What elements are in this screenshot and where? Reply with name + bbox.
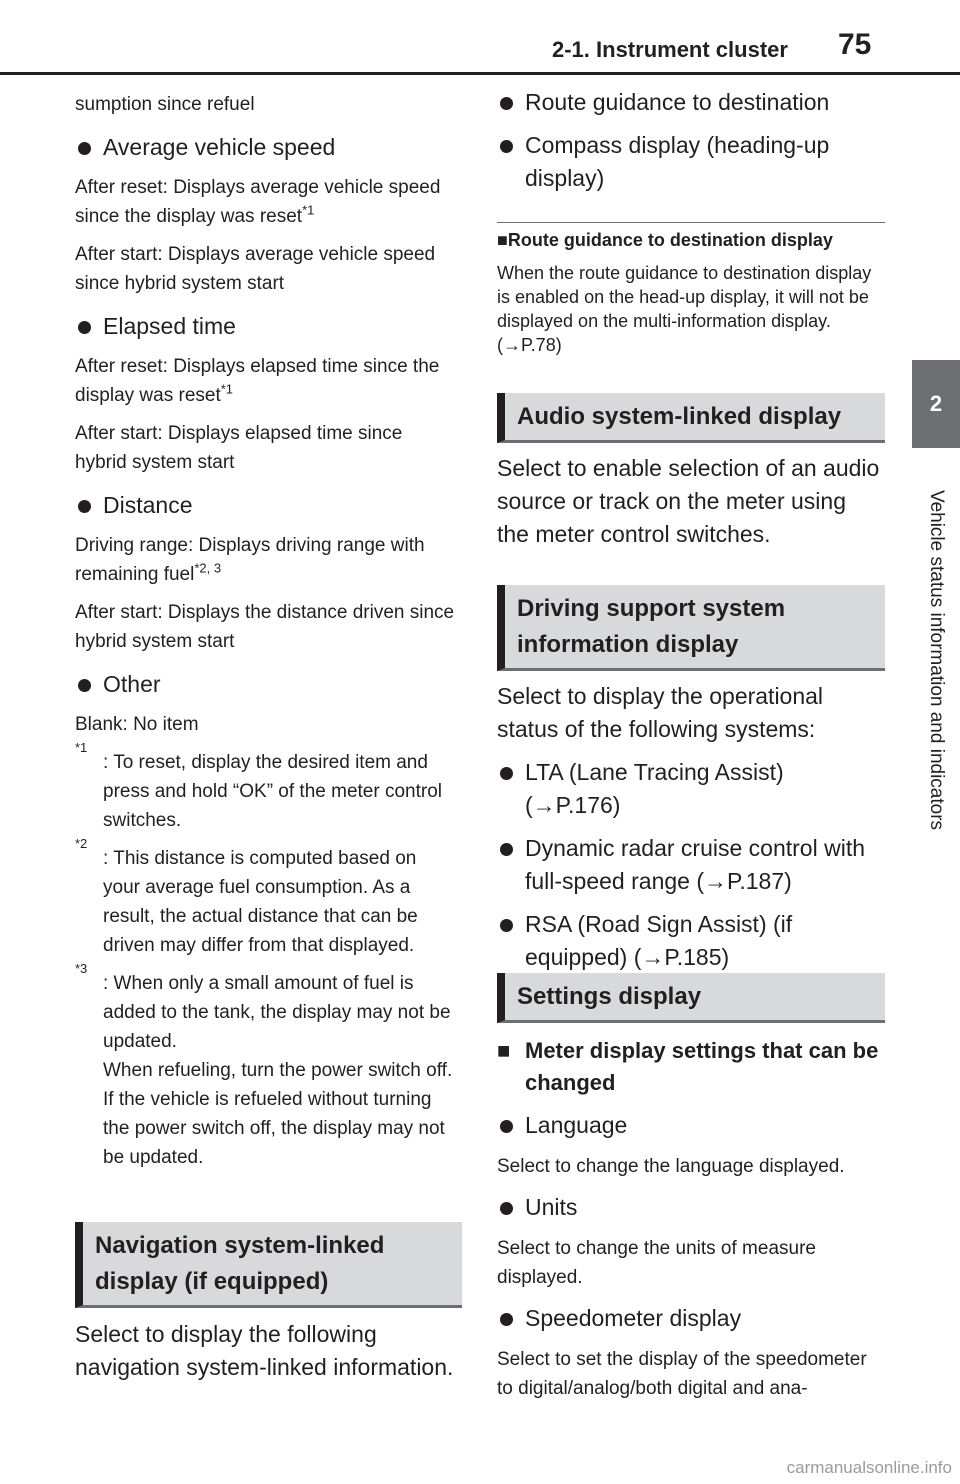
navigation-linked-text: Select to display the following navigati… xyxy=(75,1321,454,1380)
header-divider xyxy=(0,72,960,75)
note-divider xyxy=(497,222,885,223)
bullet-speedometer: Speedometer display xyxy=(497,1302,885,1335)
bullet-distance: Distance xyxy=(75,489,457,522)
footnote-2: *2: This distance is computed based on y… xyxy=(75,836,418,956)
avg-speed-after-start: After start: Displays average vehicle sp… xyxy=(75,244,436,294)
units-text: Select to change the units of measure di… xyxy=(497,1238,816,1288)
distance-after-start: After start: Displays the distance drive… xyxy=(75,602,455,652)
route-note-heading: ■Route guidance to destination display xyxy=(497,230,833,250)
language-text: Select to change the language displayed. xyxy=(497,1156,845,1177)
bullet-other: Other xyxy=(75,668,457,701)
bullet-compass-display: Compass display (heading-up display) xyxy=(497,129,885,195)
settings-block: ■Meter display settings that can be chan… xyxy=(497,1035,885,1403)
right-column-top: Route guidance to destination Compass di… xyxy=(497,86,885,195)
heading-audio-linked: Audio system-linked display xyxy=(497,393,885,443)
avg-speed-after-reset: After reset: Displays average vehicle sp… xyxy=(75,177,441,227)
chapter-side-title: Vehicle status information and indicator… xyxy=(926,489,947,831)
driving-support-block: Select to display the operational status… xyxy=(497,680,885,974)
bullet-lta: LTA (Lane Tracing Assist) (→P.176) xyxy=(497,756,885,822)
route-note: ■Route guidance to destination display W… xyxy=(497,230,885,357)
chapter-tab[interactable]: 2 xyxy=(912,360,960,448)
driving-support-text: Select to display the operational status… xyxy=(497,683,824,742)
footnote-3-extra: When refueling, turn the power switch of… xyxy=(103,1060,453,1168)
speedometer-text: Select to set the display of the speedom… xyxy=(497,1349,867,1399)
heading-navigation-linked: Navigation system-linked display (if equ… xyxy=(75,1222,462,1308)
left-column: sumption since refuel Average vehicle sp… xyxy=(75,90,457,1172)
page-number: 75 xyxy=(838,28,872,61)
square-icon: ■ xyxy=(497,230,508,250)
watermark: carmanualsonline.info xyxy=(786,1458,952,1477)
bullet-elapsed-time: Elapsed time xyxy=(75,310,457,343)
chapter-title: 2-1. Instrument cluster xyxy=(552,37,788,62)
bullet-units: Units xyxy=(497,1191,885,1224)
heading-settings-display: Settings display xyxy=(497,973,885,1023)
footnote-1: *1: To reset, display the desired item a… xyxy=(75,740,442,831)
footnote-3: *3: When only a small amount of fuel is … xyxy=(75,962,457,1172)
heading-driving-support: Driving support system information displ… xyxy=(497,585,885,671)
audio-linked-text: Select to enable selection of an audio s… xyxy=(497,455,880,547)
bullet-average-speed: Average vehicle speed xyxy=(75,131,457,164)
elapsed-after-start: After start: Displays elapsed time since… xyxy=(75,423,403,473)
square-icon: ■ xyxy=(497,1038,511,1063)
intro-text: sumption since refuel xyxy=(75,94,255,115)
distance-driving-range: Driving range: Displays driving range wi… xyxy=(75,535,425,585)
other-blank: Blank: No item xyxy=(75,714,199,735)
elapsed-after-reset: After reset: Displays elapsed time since… xyxy=(75,356,440,406)
route-note-text: When the route guidance to destination d… xyxy=(497,263,872,355)
meter-settings-heading: ■Meter display settings that can be chan… xyxy=(497,1035,885,1099)
bullet-language: Language xyxy=(497,1109,885,1142)
bullet-dynamic-radar: Dynamic radar cruise control with full-s… xyxy=(497,832,885,898)
bullet-rsa: RSA (Road Sign Assist) (if equipped) (→P… xyxy=(497,908,885,974)
bullet-route-guidance: Route guidance to destination xyxy=(497,86,885,119)
